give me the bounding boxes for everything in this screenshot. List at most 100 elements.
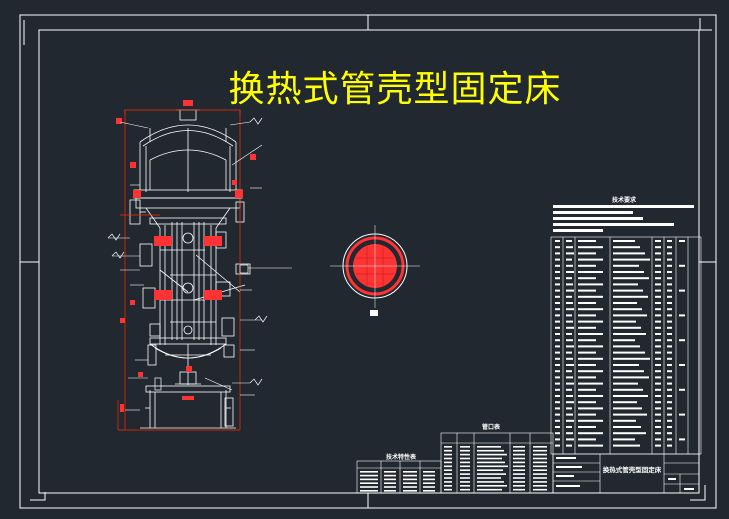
table-cell-fill <box>578 364 596 366</box>
table-cell-fill <box>613 357 650 360</box>
table-cell-fill <box>613 302 637 304</box>
table-cell-fill <box>555 370 560 373</box>
table-cell-fill <box>655 240 661 242</box>
table-cell-fill <box>655 302 661 304</box>
table-cell-fill <box>578 407 603 410</box>
table-cell-fill <box>578 308 603 311</box>
table-cell-fill <box>423 486 435 488</box>
table-cell-fill <box>613 382 638 385</box>
table-cell-fill <box>679 413 685 416</box>
table-cell-fill <box>403 474 417 477</box>
table-cell-fill <box>555 382 560 385</box>
table-cell-fill <box>613 432 646 435</box>
table-cell-fill <box>460 488 470 491</box>
table-cell-fill <box>613 339 635 342</box>
table-cell-fill <box>667 426 672 428</box>
table-cell-fill <box>667 395 672 397</box>
table-cell-fill <box>655 388 661 391</box>
table-cell-fill <box>444 461 452 464</box>
table-cell-fill <box>423 482 435 484</box>
table-cell-fill <box>655 364 661 366</box>
table-cell-fill <box>655 277 661 280</box>
table-cell-fill <box>578 382 603 385</box>
table-cell-fill <box>655 289 661 292</box>
table-cell-fill <box>555 271 560 273</box>
table-cell-fill <box>566 339 573 342</box>
table-cell-fill <box>566 295 572 298</box>
table-cell-fill <box>613 264 639 267</box>
table-cell-fill <box>444 481 452 483</box>
table-cell-fill <box>460 465 470 468</box>
table-cell-fill <box>679 240 685 242</box>
table-cell-fill <box>667 320 672 323</box>
table-cell-fill <box>555 326 560 329</box>
table-cell-fill <box>667 246 672 249</box>
table-cell-fill <box>444 485 452 487</box>
table-cell-fill <box>679 264 685 267</box>
title-block <box>552 453 700 494</box>
table-cell-fill <box>444 477 452 479</box>
table-cell-fill <box>460 449 470 452</box>
table-cell-fill <box>444 446 452 448</box>
table-cell-fill <box>513 457 525 460</box>
table-cell-fill <box>555 438 560 441</box>
table-cell-fill <box>444 449 452 452</box>
table-cell-fill <box>655 438 661 441</box>
table-cell-fill <box>655 407 661 410</box>
table-cell-fill <box>566 401 574 404</box>
table-cell-fill <box>655 320 661 323</box>
table-cell-fill <box>477 461 505 464</box>
table-cell-fill <box>403 486 417 488</box>
table-cell-fill <box>613 295 648 298</box>
table-cell-fill <box>613 407 642 410</box>
nozzle-table-rows <box>444 446 547 491</box>
table-cell-fill <box>477 449 504 452</box>
table-cell-fill <box>613 370 644 373</box>
table-cell-fill <box>566 252 574 255</box>
table-cell-fill <box>667 438 672 441</box>
table-cell-fill <box>578 264 596 267</box>
table-cell-fill <box>566 246 573 249</box>
table-cell-fill <box>578 252 596 255</box>
table-cell-fill <box>613 426 641 428</box>
table-cell-fill <box>613 252 645 255</box>
table-cell-fill <box>578 295 603 298</box>
table-cell-fill <box>444 465 452 468</box>
table-cell-fill <box>655 376 661 379</box>
table-cell-fill <box>460 453 470 456</box>
table-cell-fill <box>655 246 661 249</box>
table-cell-fill <box>613 289 643 292</box>
table-cell-fill <box>667 370 672 373</box>
table-cell-fill <box>679 289 685 292</box>
table-cell-fill <box>655 351 661 354</box>
table-cell-fill <box>613 395 648 397</box>
table-cell-fill <box>613 258 650 261</box>
table-cell-fill <box>513 481 525 483</box>
table-cell-fill <box>578 271 603 273</box>
table-cell-fill <box>460 477 470 479</box>
table-cell-fill <box>578 357 603 360</box>
table-cell-fill <box>578 320 603 323</box>
title-block-fill <box>556 457 694 490</box>
table-cell-fill <box>667 277 672 280</box>
technical-requirements <box>553 205 694 232</box>
table-cell-fill <box>423 471 435 473</box>
table-cell-fill <box>444 457 452 460</box>
table-cell-fill <box>655 252 661 255</box>
nozzle-table-title: 管口表 <box>482 424 501 431</box>
table-cell-fill <box>613 345 640 348</box>
table-cell-fill <box>384 478 396 481</box>
table-cell-fill <box>578 283 603 286</box>
table-cell-fill <box>578 302 596 304</box>
table-cell-fill <box>613 320 636 323</box>
table-cell-fill <box>679 388 685 391</box>
table-cell-fill <box>477 477 501 479</box>
table-cell-fill <box>566 370 572 373</box>
table-cell-fill <box>403 471 417 473</box>
table-cell-fill <box>566 376 573 379</box>
table-cell-fill <box>667 407 672 410</box>
table-cell-fill <box>555 426 560 428</box>
table-cell-fill <box>566 271 574 273</box>
table-cell-fill <box>566 289 574 292</box>
